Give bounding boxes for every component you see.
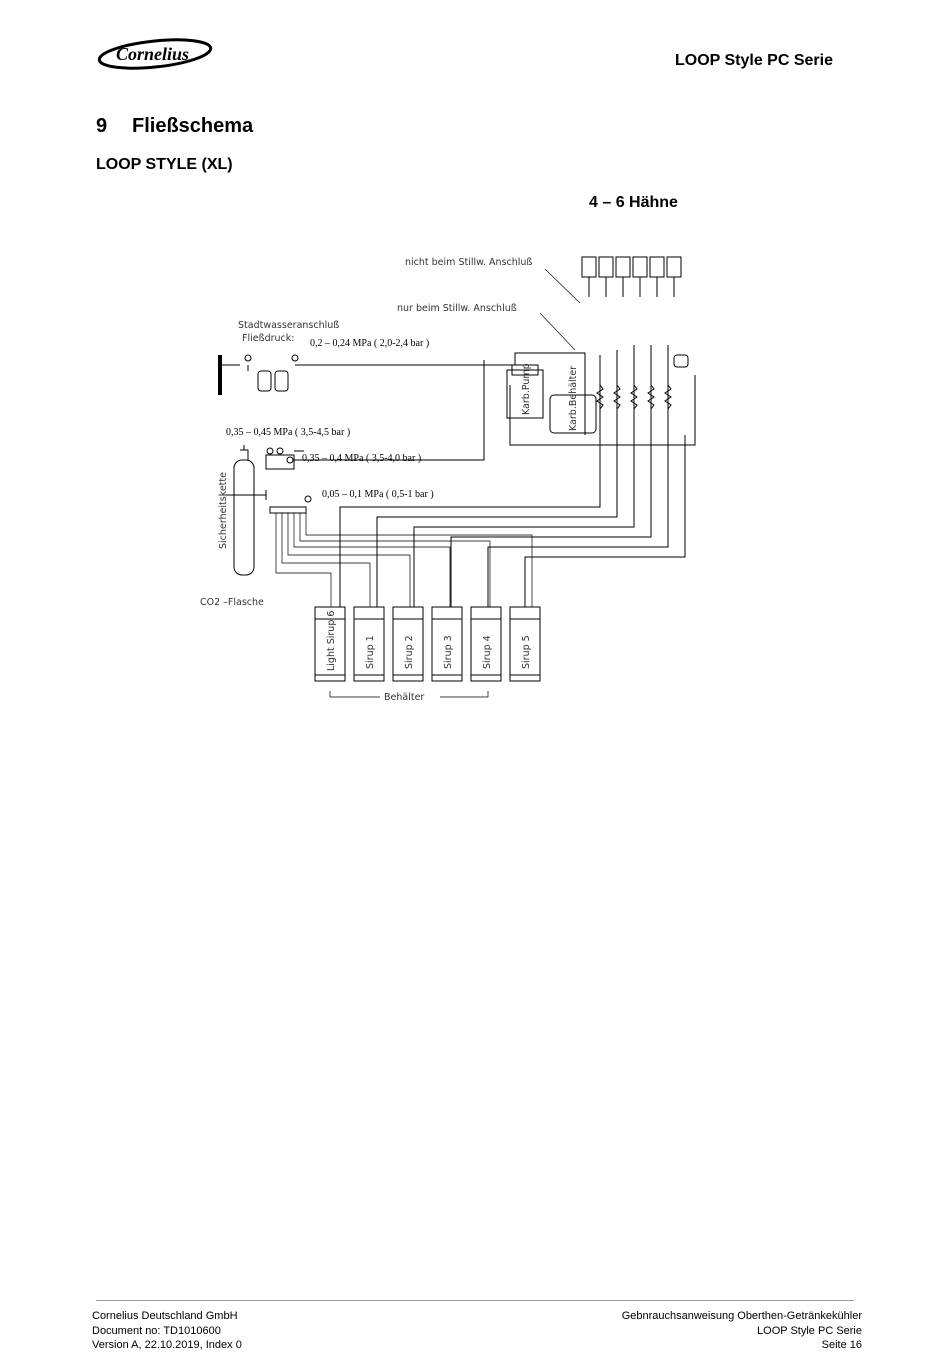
- footer-page: Seite 16: [821, 1339, 862, 1351]
- label-not-still: nicht beim Stillw. Anschluß: [405, 257, 532, 268]
- label-city-water: Stadtwasseranschluß: [238, 320, 339, 331]
- section-number: 9: [96, 115, 108, 137]
- flow-diagram: nicht beim Stillw. Anschluß nur beim Sti…: [190, 245, 720, 715]
- label-pressure-syrup: 0,05 – 0,1 MPa ( 0,5-1 bar ): [322, 489, 434, 500]
- header-title: LOOP Style PC Serie: [675, 52, 833, 69]
- footer-divider: [96, 1300, 854, 1301]
- label-only-still: nur beim Stillw. Anschluß: [397, 303, 517, 314]
- label-containers: Behälter: [384, 692, 424, 703]
- label-carb-tank: Karb.Behälter: [568, 366, 579, 431]
- sub-heading: LOOP STYLE (XL): [96, 156, 233, 173]
- syrup-containers: [314, 606, 541, 682]
- container-label: Sirup 5: [521, 635, 532, 669]
- footer-company: Cornelius Deutschland GmbH: [92, 1310, 238, 1322]
- svg-text:Cornelius: Cornelius: [116, 44, 189, 64]
- footer-version: Version A, 22.10.2019, Index 0: [92, 1339, 242, 1351]
- footer-document: Document no: TD1010600: [92, 1324, 221, 1337]
- cornelius-logo: Cornelius: [96, 36, 214, 72]
- label-safety-chain: Sicherheitskette: [218, 472, 229, 549]
- container-label: Sirup 3: [443, 635, 454, 669]
- section-heading: 9 Fließschema: [96, 115, 253, 138]
- label-co2-bottle: CO2 –Flasche: [200, 597, 264, 608]
- label-flow-pressure: Fließdruck:: [242, 333, 294, 344]
- taps-label: 4 – 6 Hähne: [589, 194, 678, 211]
- footer-manual: Gebnrauchsanweisung Oberthen-Getränkeküh…: [621, 1310, 862, 1322]
- footer-right: Gebnrauchsanweisung Oberthen-Getränkeküh…: [622, 1309, 862, 1353]
- footer-series: LOOP Style PC Serie: [757, 1324, 862, 1337]
- label-pressure-water: 0,2 – 0,24 MPa ( 2,0-2,4 bar ): [310, 338, 429, 349]
- container-label: Sirup 2: [404, 635, 415, 669]
- footer-left: Cornelius Deutschland GmbH Document no: …: [92, 1309, 242, 1353]
- label-pressure-co2-main: 0,35 – 0,45 MPa ( 3,5-4,5 bar ): [226, 427, 350, 438]
- container-label: Sirup 4: [482, 635, 493, 669]
- container-label: Sirup 1: [365, 635, 376, 669]
- label-pressure-co2-carb: 0,35 – 0,4 MPa ( 3,5-4,0 bar ): [302, 453, 421, 464]
- section-title: Fließschema: [132, 115, 254, 137]
- tap-heads: [581, 256, 682, 297]
- container-label: Light Sirup 6: [326, 611, 337, 671]
- label-carb-pump: Karb.Pump: [521, 363, 532, 415]
